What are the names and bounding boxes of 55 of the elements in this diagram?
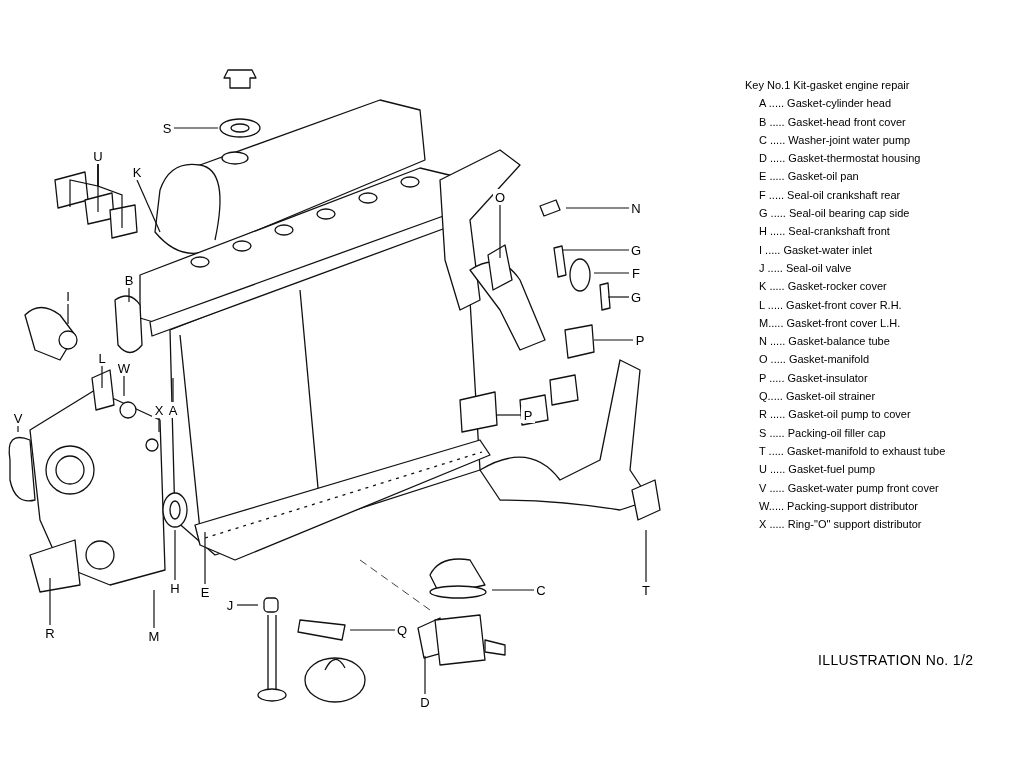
leader-line	[561, 249, 630, 251]
key-entry: F ..... Seal-oil crankshaft rear	[758, 187, 902, 203]
key-entry: T ..... Gasket-manifold to exhaust tube	[758, 443, 946, 459]
key-entry: D ..... Gasket-thermostat housing	[758, 151, 922, 167]
leader-line	[236, 604, 259, 606]
key-entry: G ..... Seal-oil bearing cap side	[758, 206, 911, 222]
callout-letter: P	[521, 407, 535, 423]
key-entry: U ..... Gasket-fuel pump	[758, 462, 877, 478]
leader-line	[491, 589, 535, 591]
leader-line	[101, 365, 103, 389]
leader-line	[158, 417, 160, 433]
key-entry: R ..... Gasket-oil pump to cover	[758, 407, 912, 423]
leader-line	[593, 272, 630, 274]
leader-line	[136, 179, 161, 233]
key-entry: P ..... Gasket-insulator	[758, 370, 869, 386]
leader-line	[128, 287, 130, 303]
leader-line	[17, 425, 19, 433]
leader-line	[593, 339, 634, 341]
leader-line	[49, 577, 51, 626]
leader-line	[153, 589, 155, 629]
key-entry: H ..... Seal-crankshaft front	[758, 224, 891, 240]
callout-letter: O	[493, 189, 507, 205]
key-entry: V ..... Gasket-water pump front cover	[758, 480, 940, 496]
key-entry: J ..... Seal-oil valve	[758, 260, 853, 276]
leader-line	[607, 296, 630, 298]
leader-line	[204, 531, 206, 585]
callout-letter: A	[166, 402, 180, 418]
leader-line	[173, 127, 219, 129]
key-entry: C ..... Washer-joint water pump	[758, 132, 912, 148]
leader-line	[424, 655, 426, 695]
leader-line	[172, 377, 174, 403]
key-entry: K ..... Gasket-rocker cover	[758, 279, 888, 295]
key-entry: I ..... Gasket-water inlet	[758, 242, 874, 258]
leader-line	[123, 375, 125, 397]
key-entry: A ..... Gasket-cylinder head	[758, 96, 893, 112]
leader-line	[97, 163, 123, 229]
leader-line	[645, 529, 647, 583]
leader-line	[67, 303, 69, 325]
key-entry: X ..... Ring-"O" support distributor	[758, 517, 923, 533]
caption: ILLUSTRATION No. 1/2	[818, 651, 974, 670]
key-heading: Key No.1 Kit-gasket engine repair	[745, 78, 911, 93]
leader-line	[499, 204, 501, 259]
leader-line	[565, 207, 630, 209]
key-entry: Q..... Gasket-oil strainer	[758, 389, 877, 405]
key-entry: B ..... Gasket-head front cover	[758, 114, 907, 130]
key-entry: E ..... Gasket-oil pan	[758, 169, 860, 185]
leader-line	[174, 529, 176, 581]
leader-line	[349, 629, 396, 631]
key-entry: M..... Gasket-front cover L.H.	[758, 315, 902, 331]
key-entry: S ..... Packing-oil filler cap	[758, 425, 887, 441]
key-entry: O ..... Gasket-manifold	[758, 352, 871, 368]
key-entry: N ..... Gasket-balance tube	[758, 334, 891, 350]
leader-line	[495, 414, 522, 416]
key-entry: W..... Packing-support distributor	[758, 498, 919, 514]
key-entry: L ..... Gasket-front cover R.H.	[758, 297, 903, 313]
